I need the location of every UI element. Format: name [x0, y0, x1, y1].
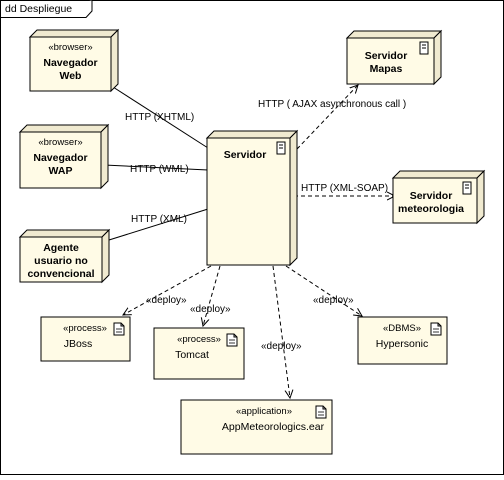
node-top-face	[345, 30, 443, 39]
node-stereotype: «browser»	[48, 42, 92, 53]
node-name-line3: convencional	[27, 268, 94, 280]
document-icon	[113, 322, 125, 336]
artifact-name: AppMeteorologics.ear	[222, 421, 325, 433]
node-top-face	[391, 170, 486, 179]
label-deploy-jboss: «deploy»	[146, 295, 187, 306]
node-name-line1: Servidor	[410, 190, 453, 202]
node-front-face	[19, 236, 103, 283]
node-name-line1: Agente	[43, 242, 79, 254]
node-top-face	[28, 29, 120, 38]
artifact-jboss[interactable]: «process» JBoss	[40, 316, 131, 362]
artifact-stereotype: «DBMS»	[383, 323, 421, 334]
artifact-stereotype: «application»	[236, 406, 292, 417]
node-side-face	[100, 123, 109, 190]
deploy-jboss[interactable]	[123, 265, 212, 315]
node-name-line2: WAP	[49, 165, 73, 177]
node-name-line2: meteorologia	[398, 203, 464, 215]
document-icon	[226, 333, 238, 347]
node-side-face	[289, 129, 298, 267]
node-name-line1: Navegador	[33, 152, 87, 164]
node-top-face	[18, 124, 110, 133]
node-icon	[419, 41, 429, 55]
node-stereotype: «browser»	[38, 137, 82, 148]
node-name-line2: Web	[60, 70, 82, 82]
deploy-hypersonic[interactable]	[285, 265, 362, 316]
link-agente-servidor[interactable]	[108, 208, 209, 241]
artifact-app-meteorologics[interactable]: «application» AppMeteorologics.ear	[180, 399, 333, 455]
node-name-line2: usuario no	[34, 255, 88, 267]
label-http-xml: HTTP (XML)	[131, 214, 187, 225]
node-top-face	[205, 130, 299, 139]
link-wap-servidor[interactable]	[103, 164, 209, 171]
artifact-hypersonic[interactable]: «DBMS» Hypersonic	[357, 316, 448, 365]
artifact-name: Hypersonic	[376, 338, 429, 350]
artifact-tomcat[interactable]: «process» Tomcat	[153, 327, 245, 380]
node-agente-usuario[interactable]: Agente usuario no convencional	[18, 228, 111, 284]
node-navegador-web[interactable]: «browser» Navegador Web	[28, 28, 120, 93]
label-http-wml: HTTP (WML)	[130, 164, 189, 175]
label-http-ajax: HTTP ( AJAX asynchronous call )	[258, 99, 406, 110]
frame-title: dd Despliegue	[5, 3, 72, 15]
label-http-xmlsoap: HTTP (XML-SOAP)	[301, 183, 388, 194]
link-servidor-mapas[interactable]	[296, 85, 358, 150]
frame-title-tab	[0, 0, 93, 18]
link-web-servidor[interactable]	[112, 86, 209, 149]
node-side-face	[433, 29, 442, 86]
artifact-box	[180, 399, 333, 455]
artifact-stereotype: «process»	[63, 323, 107, 334]
node-front-face	[19, 131, 102, 189]
node-servidor-mapas[interactable]: Servidor Mapas	[345, 29, 443, 86]
node-front-face	[206, 137, 291, 266]
node-side-face	[110, 28, 119, 93]
label-deploy-hypersonic: «deploy»	[313, 295, 354, 306]
node-name-line2: Mapas	[370, 63, 403, 75]
node-name: Servidor	[224, 149, 267, 161]
node-front-face	[29, 36, 112, 92]
artifact-stereotype: «process»	[177, 334, 221, 345]
label-deploy-tomcat: «deploy»	[190, 304, 231, 315]
label-deploy-app: «deploy»	[261, 341, 302, 352]
label-http-xhtml: HTTP (XHTML)	[125, 112, 194, 123]
node-name-line1: Navegador	[43, 57, 97, 69]
artifact-name: JBoss	[64, 338, 93, 350]
node-icon	[462, 181, 472, 195]
node-side-face	[101, 228, 110, 284]
node-top-face	[18, 229, 111, 238]
node-side-face	[476, 169, 485, 225]
document-icon	[315, 405, 327, 419]
document-icon	[430, 322, 442, 336]
node-icon	[276, 141, 286, 155]
node-navegador-wap[interactable]: «browser» Navegador WAP	[18, 123, 110, 190]
deploy-tomcat[interactable]	[203, 265, 221, 326]
node-name-line1: Servidor	[365, 50, 408, 62]
node-servidor[interactable]: Servidor	[205, 129, 299, 267]
node-servidor-meteorologia[interactable]: Servidor meteorologia	[391, 169, 486, 225]
deploy-app[interactable]	[272, 265, 290, 398]
artifact-name: Tomcat	[175, 349, 209, 361]
